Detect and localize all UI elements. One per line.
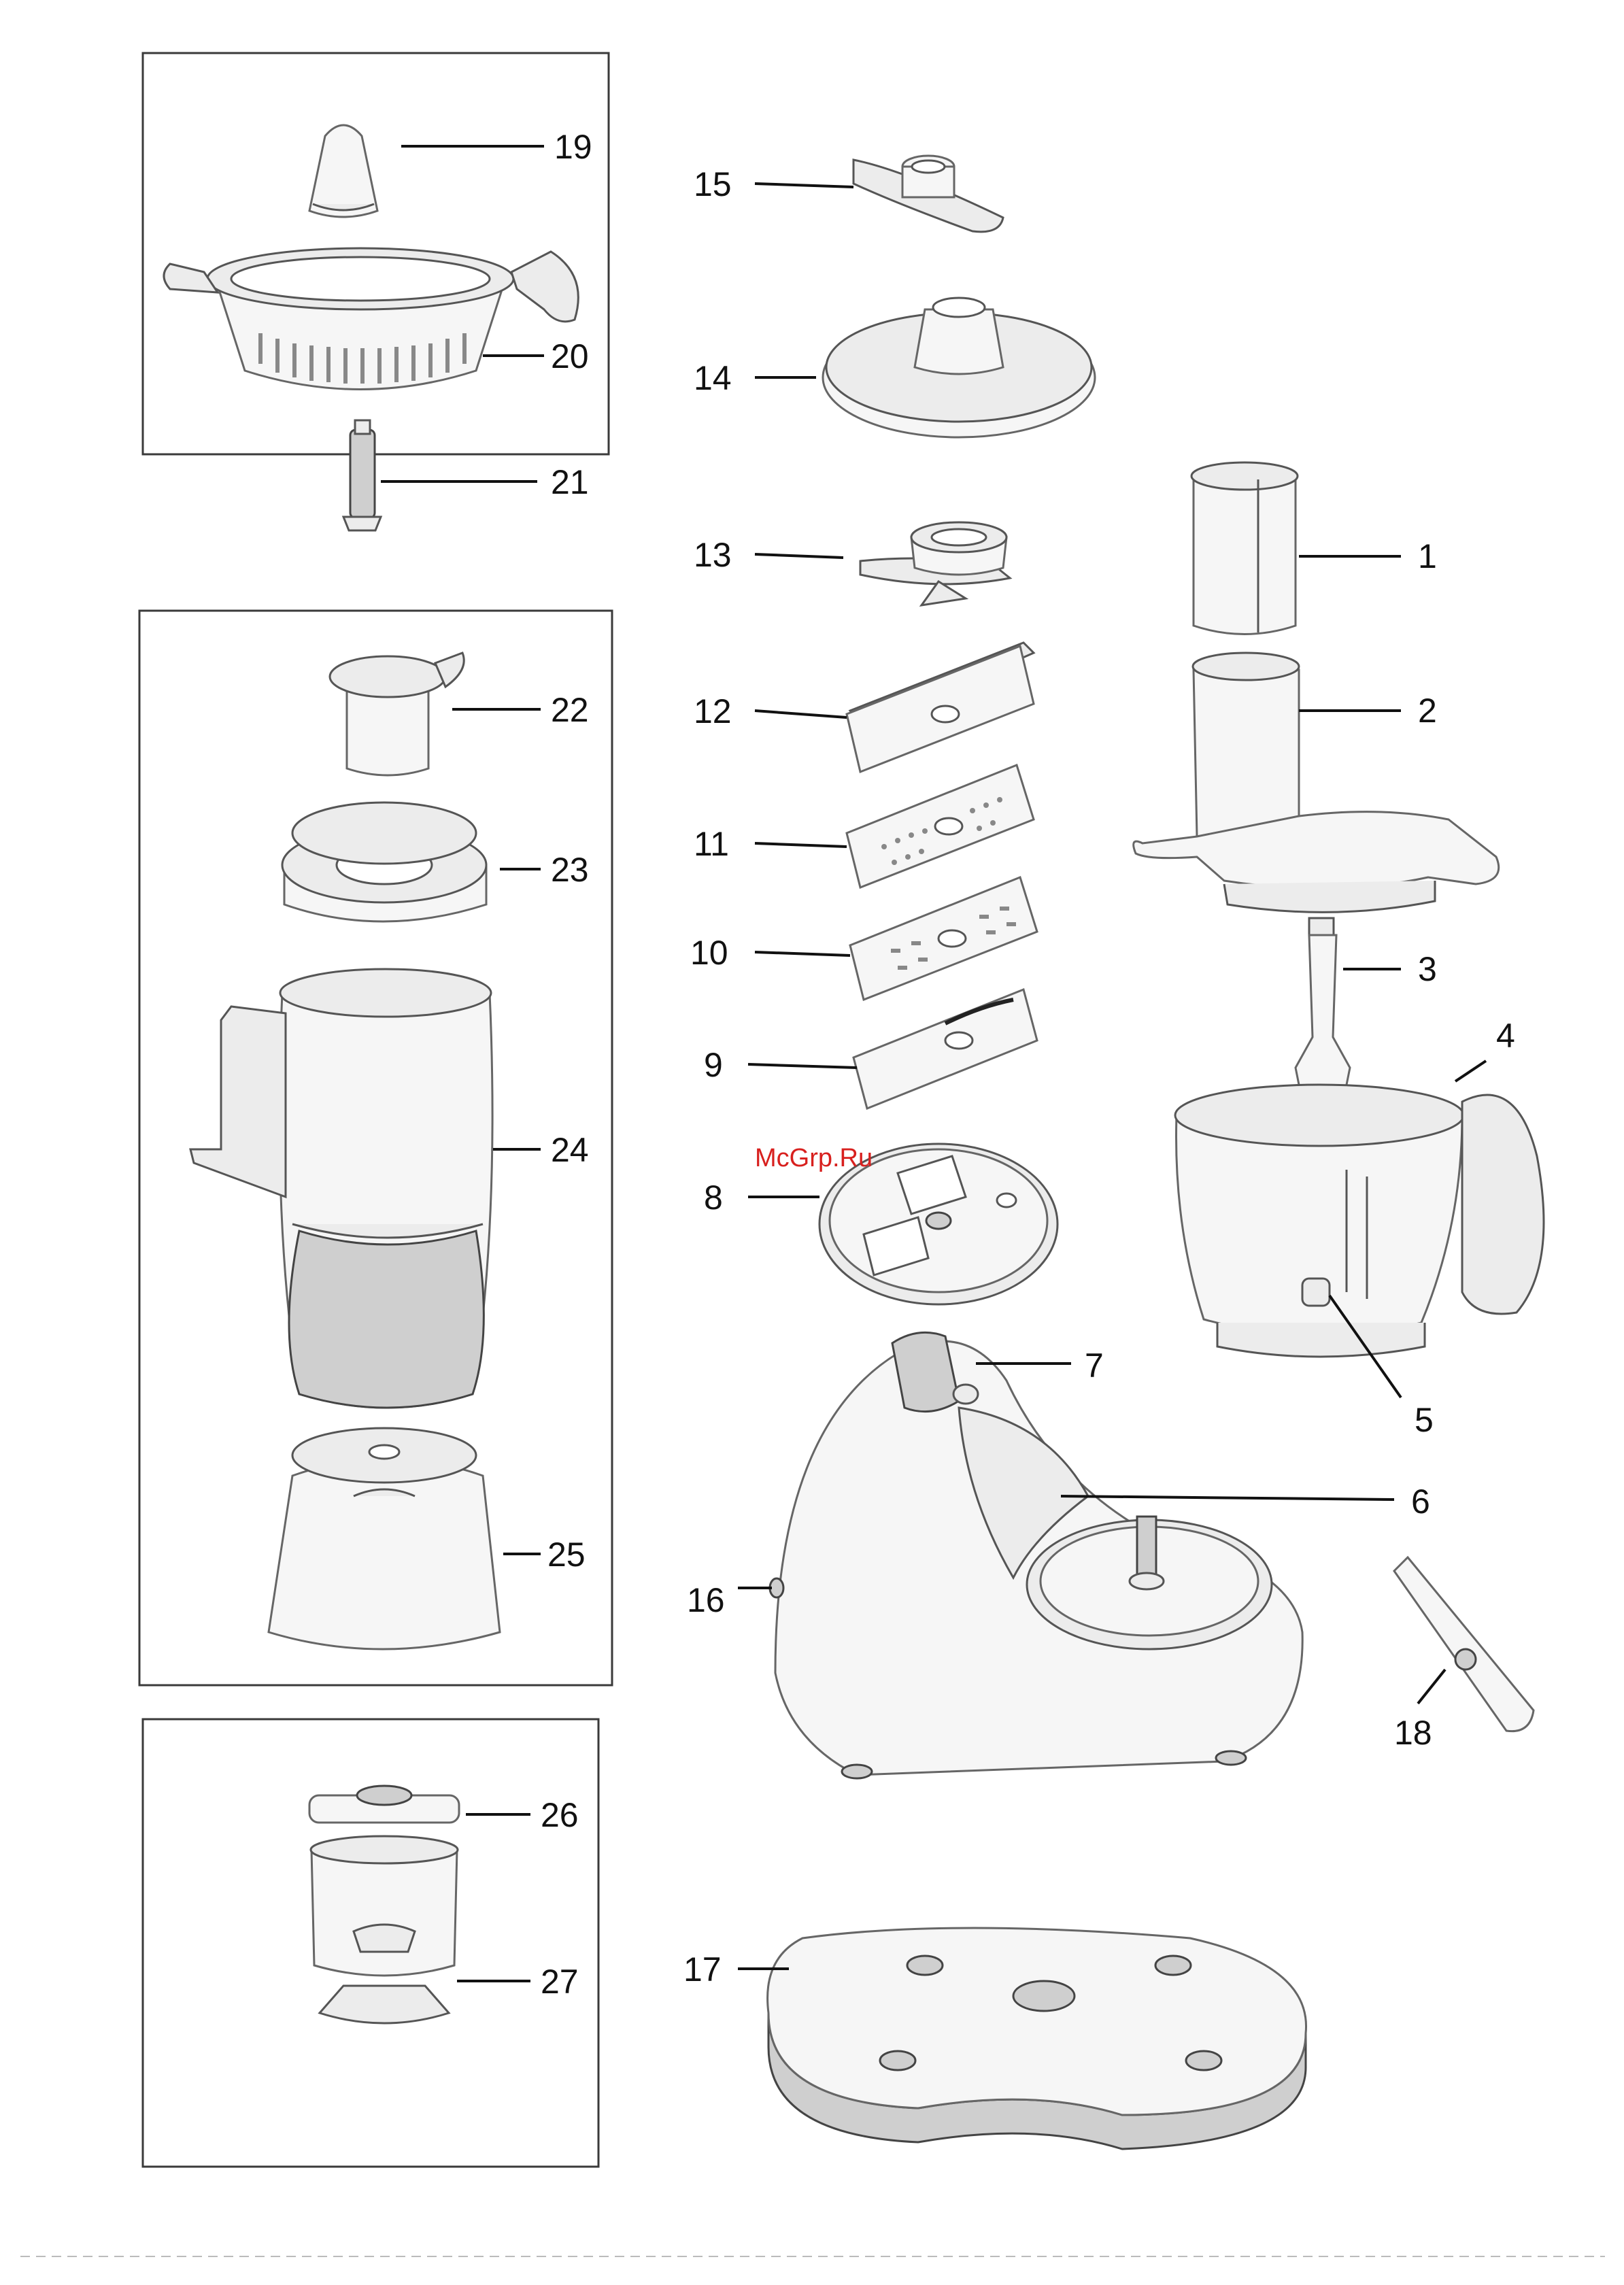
motor-unit-drawing: [770, 1332, 1302, 1778]
chopper-bowl-drawing: [311, 1836, 458, 2023]
juicer-sieve-drawing: [164, 248, 578, 390]
part-number-3: 3: [1418, 950, 1437, 988]
part-number-23: 23: [551, 851, 589, 889]
part-number-7: 7: [1085, 1347, 1104, 1385]
grating-disc-fine-drawing: [847, 765, 1034, 887]
part-number-15: 15: [694, 165, 732, 203]
slicing-disc-thin-drawing: [847, 643, 1034, 772]
part-number-11: 11: [694, 825, 729, 863]
disc-holder-drawing: [823, 298, 1095, 437]
part-number-9: 9: [704, 1046, 723, 1084]
food-pusher-drawing: [1191, 462, 1298, 634]
emulsifying-disc-drawing: [853, 156, 1003, 232]
part-number-10: 10: [690, 934, 728, 972]
grating-disc-coarse-drawing: [850, 877, 1037, 1000]
part-number-8: 8: [704, 1179, 723, 1217]
measuring-cap-drawing: [330, 653, 464, 775]
juicer-shaft-drawing: [343, 420, 381, 530]
leader-9: [748, 1064, 857, 1068]
part-number-26: 26: [541, 1796, 579, 1834]
drive-shaft-drawing: [1296, 918, 1350, 1102]
leader-12: [755, 711, 847, 717]
part-number-14: 14: [694, 359, 732, 397]
storage-base-drawing: [768, 1928, 1306, 2149]
chopper-lid-drawing: [309, 1786, 459, 1823]
part-number-20: 20: [551, 337, 589, 375]
part-number-21: 21: [551, 463, 589, 501]
part-number-17: 17: [683, 1950, 722, 1988]
blender-lid-drawing: [282, 802, 486, 921]
part-number-18: 18: [1394, 1714, 1432, 1752]
leader-15: [755, 184, 853, 187]
bowl-lid-drawing: [1134, 653, 1499, 912]
processor-bowl-drawing: [1175, 1085, 1544, 1357]
part-number-16: 16: [687, 1581, 725, 1619]
spatula-drawing: [1394, 1557, 1534, 1731]
part-number-22: 22: [551, 691, 589, 729]
chopping-blade-drawing: [860, 522, 1010, 605]
part-number-24: 24: [551, 1131, 589, 1169]
part-number-5: 5: [1415, 1401, 1434, 1439]
leader-11: [755, 843, 847, 847]
part-number-19: 19: [554, 128, 592, 166]
part-number-27: 27: [541, 1963, 579, 2001]
blender-jug-drawing: [190, 969, 492, 1408]
part-number-25: 25: [547, 1536, 586, 1574]
part-number-6: 6: [1411, 1483, 1430, 1521]
blender-base-drawing: [269, 1428, 500, 1649]
leader-13: [755, 554, 843, 558]
part-number-1: 1: [1418, 537, 1437, 575]
leader-4: [1455, 1061, 1486, 1081]
part-number-13: 13: [694, 536, 732, 574]
slicing-disc-thick-drawing: [853, 989, 1037, 1108]
part-number-12: 12: [694, 692, 732, 730]
juicer-cone-drawing: [309, 125, 377, 217]
part-number-4: 4: [1496, 1017, 1515, 1055]
leader-10: [755, 952, 850, 955]
watermark-text: McGrp.Ru: [755, 1144, 873, 1172]
part-number-2: 2: [1418, 692, 1437, 730]
leader-6: [1061, 1496, 1394, 1500]
leader-18: [1418, 1670, 1445, 1704]
